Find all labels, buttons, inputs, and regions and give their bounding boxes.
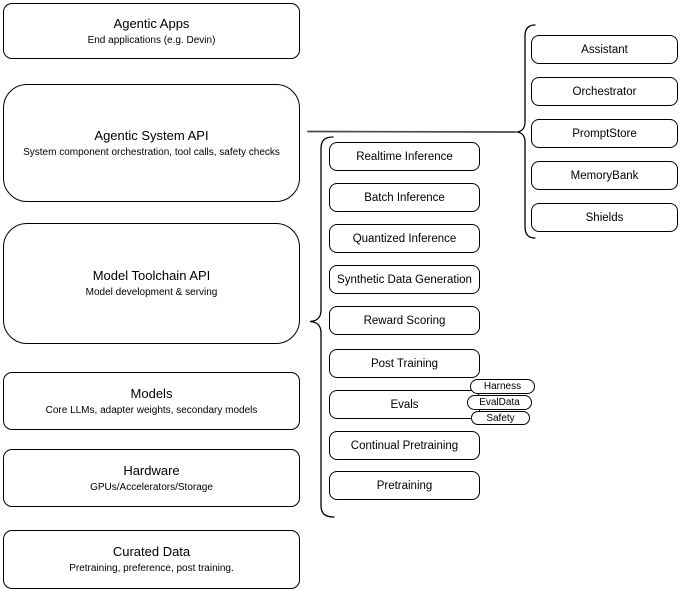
node-label: Reward Scoring (363, 314, 446, 327)
node-shields: Shields (531, 203, 678, 232)
node-title: Hardware (123, 462, 180, 478)
node-label: MemoryBank (570, 169, 639, 182)
node-model-toolchain-api: Model Toolchain API Model development & … (3, 223, 300, 344)
node-subtitle: Model development & serving (85, 287, 218, 298)
node-subtitle: System component orchestration, tool cal… (23, 146, 280, 158)
node-batch-inference: Batch Inference (329, 183, 480, 212)
node-reward-scoring: Reward Scoring (329, 306, 480, 335)
node-continual-pretraining: Continual Pretraining (329, 431, 480, 460)
tag-safety: Safety (471, 411, 530, 425)
node-label: PromptStore (572, 127, 637, 140)
connector-line (307, 130, 517, 133)
node-label: Continual Pretraining (350, 439, 459, 452)
node-label: Batch Inference (364, 191, 445, 204)
node-synthetic-data-generation: Synthetic Data Generation (329, 265, 480, 294)
node-realtime-inference: Realtime Inference (329, 142, 480, 171)
node-label: Shields (585, 211, 624, 224)
tag-harness: Harness (470, 379, 535, 394)
node-curated-data: Curated Data Pretraining, preference, po… (3, 530, 300, 589)
node-hardware: Hardware GPUs/Accelerators/Storage (3, 449, 300, 507)
node-label: Pretraining (376, 479, 433, 492)
tag-evaldata: EvalData (467, 395, 532, 410)
node-label: Realtime Inference (356, 150, 453, 163)
node-title: Curated Data (112, 544, 191, 559)
node-evals: Evals (329, 390, 480, 419)
node-label: Synthetic Data Generation (337, 273, 472, 286)
node-agentic-apps: Agentic Apps End applications (e.g. Devi… (3, 3, 300, 59)
node-orchestrator: Orchestrator (531, 77, 678, 106)
node-title: Agentic Apps (113, 15, 190, 31)
node-label: Orchestrator (572, 85, 637, 98)
node-subtitle: Pretraining, preference, post training. (69, 563, 234, 574)
node-title: Model Toolchain API (92, 268, 211, 283)
node-title: Models (130, 385, 173, 401)
node-label: Quantized Inference (352, 232, 457, 245)
node-pretraining: Pretraining (329, 471, 480, 500)
node-subtitle: GPUs/Accelerators/Storage (90, 481, 213, 493)
node-label: Assistant (581, 43, 628, 56)
node-memorybank: MemoryBank (531, 161, 678, 190)
node-models: Models Core LLMs, adapter weights, secon… (3, 372, 300, 430)
node-promptstore: PromptStore (531, 119, 678, 148)
node-label: Post Training (370, 357, 439, 370)
node-title: Agentic System API (94, 127, 209, 143)
node-assistant: Assistant (531, 35, 678, 64)
node-subtitle: End applications (e.g. Devin) (87, 34, 216, 46)
node-quantized-inference: Quantized Inference (329, 224, 480, 253)
node-agentic-system-api: Agentic System API System component orch… (3, 84, 300, 202)
node-subtitle: Core LLMs, adapter weights, secondary mo… (45, 404, 258, 416)
node-post-training: Post Training (329, 349, 480, 378)
node-label: Evals (390, 398, 419, 411)
